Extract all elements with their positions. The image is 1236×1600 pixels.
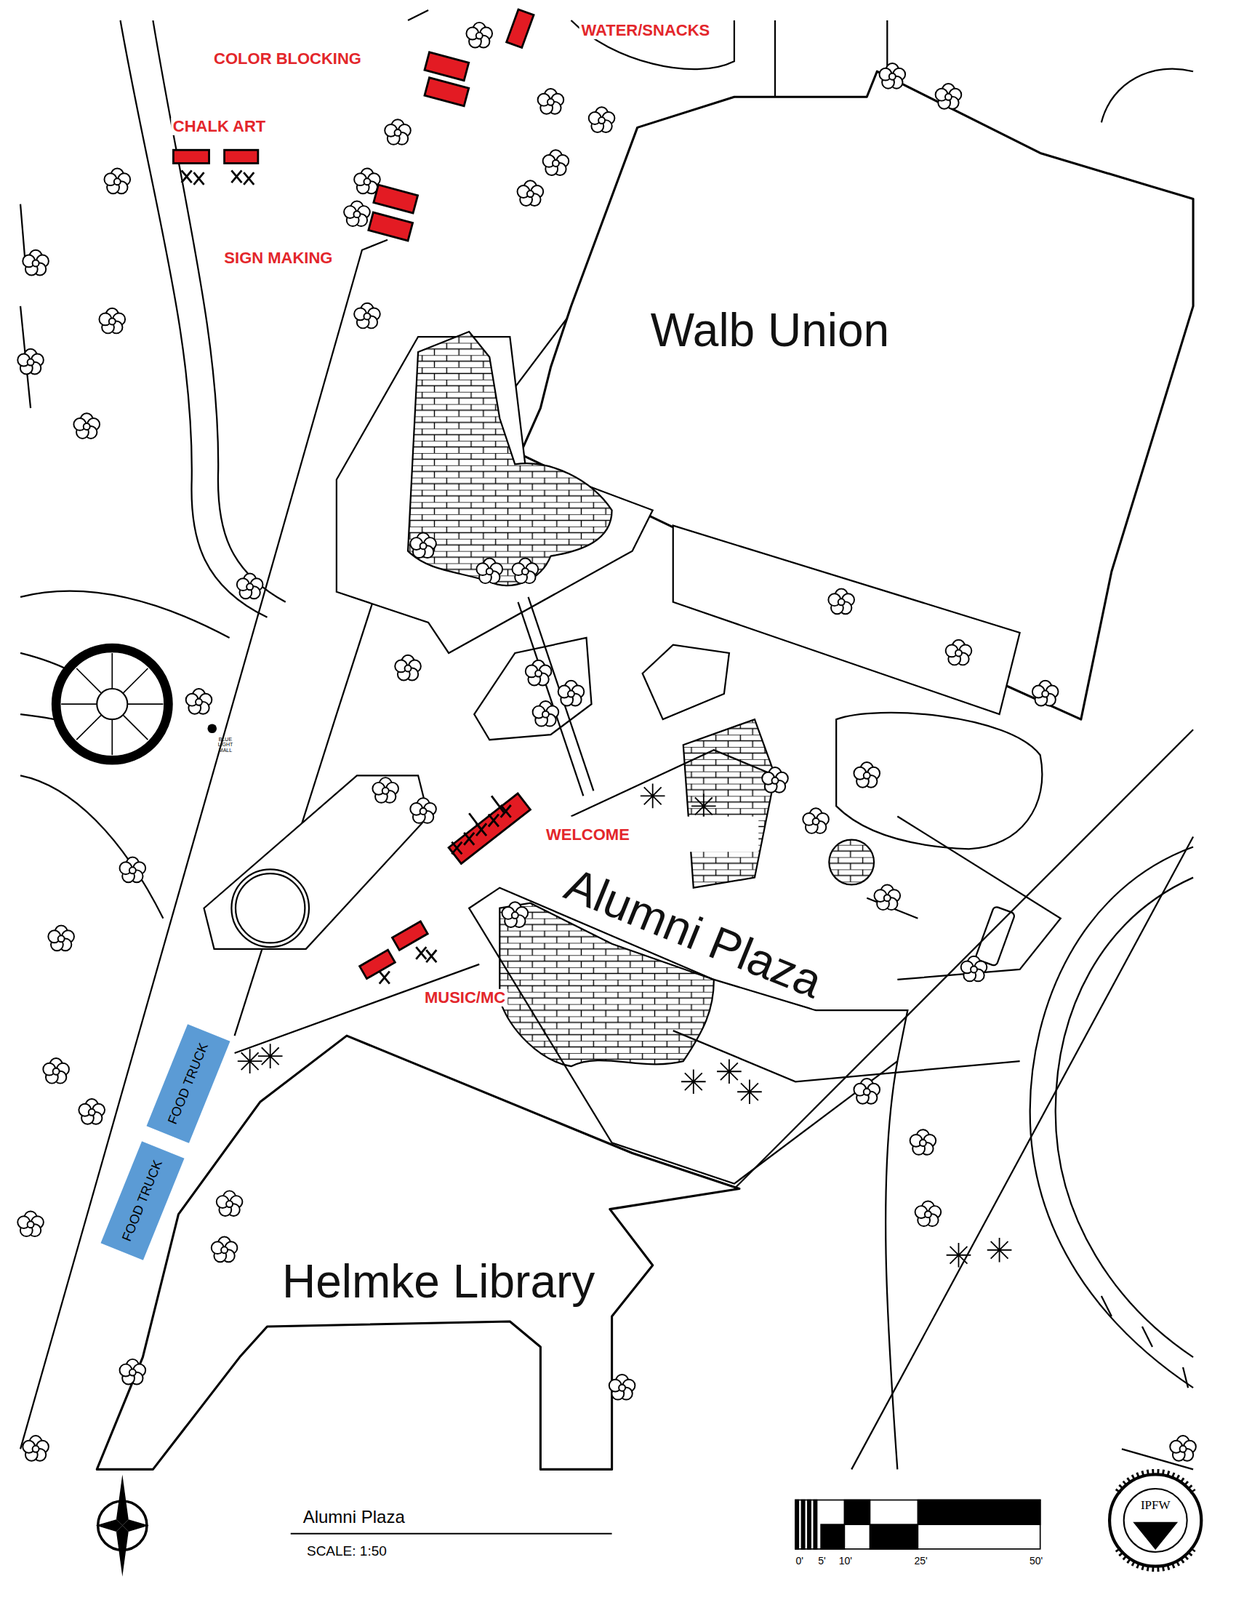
seat-marks <box>181 170 512 983</box>
fountain <box>55 647 217 760</box>
activity-label: COLOR BLOCKING <box>211 50 364 68</box>
truck-label: FOOD TRUCK <box>119 1157 166 1244</box>
arrow-outline <box>530 816 760 853</box>
activity-label: MUSIC/MC <box>422 988 508 1007</box>
food-truck: FOOD TRUCK <box>146 1023 231 1143</box>
activity-label: WATER/SNACKS <box>578 21 712 40</box>
plaza-name: Alumni Plaza <box>554 857 834 1010</box>
landmark-note: BLUE LIGHT MALL <box>214 736 237 753</box>
scale-tick: 10' <box>837 1555 854 1567</box>
building-name: Walb Union <box>646 304 894 356</box>
scale-tick: 5' <box>816 1555 827 1567</box>
event-tables <box>173 9 534 979</box>
food-truck: FOOD TRUCK <box>101 1140 185 1260</box>
north-arrow <box>95 1473 150 1576</box>
scale-tick: 50' <box>1028 1555 1045 1567</box>
scale-tick: 0' <box>793 1555 805 1567</box>
plaza-features <box>204 331 1061 1184</box>
truck-label: FOOD TRUCK <box>165 1040 213 1127</box>
scale-note: SCALE: 1:50 <box>305 1543 389 1559</box>
trees <box>17 22 1197 1461</box>
shrubs <box>237 783 1013 1268</box>
buildings <box>96 71 1194 1469</box>
map-title: Alumni Plaza <box>301 1507 408 1527</box>
roads <box>20 10 1194 1469</box>
sign-text: WELCOME <box>546 824 630 844</box>
building-name: Helmke Library <box>277 1255 600 1307</box>
seal-text: IPFW <box>1139 1498 1173 1513</box>
title-block <box>290 1532 613 1534</box>
welcome-sign: WELCOME <box>530 816 760 853</box>
activity-label: CHALK ART <box>170 117 269 136</box>
scale-bar <box>795 1499 1041 1549</box>
scale-tick: 25' <box>912 1555 929 1567</box>
university-seal <box>1109 1471 1202 1569</box>
activity-label: SIGN MAKING <box>221 249 335 267</box>
